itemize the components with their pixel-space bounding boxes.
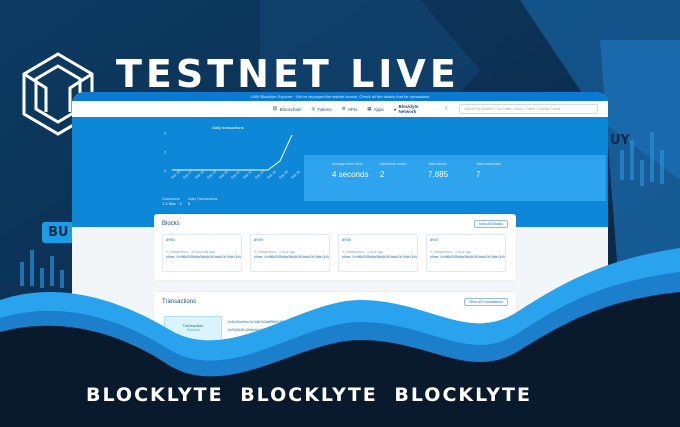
apps-icon: ▦ [367,106,372,111]
x-tick-label: Sep 21 [230,170,241,180]
footer-brand-text: BLOCKLYTE BLOCKLYTE BLOCKLYTE [86,384,532,406]
token-icon: ◎ [311,106,316,111]
block-item[interactable]: 8949 0 Transactions · 1 hour ago Miner: … [250,234,330,272]
block-number[interactable]: 8948 [342,237,351,242]
hero-title: TESTNET LIVE [116,52,460,96]
nav-network[interactable]: ● Blocklyte Network [394,104,435,114]
chart-title: Daily transactions [212,125,244,130]
buy-tag-right: UY [610,133,630,148]
block-item[interactable]: 8948 0 Transactions · 1 hour ago Miner: … [338,234,418,272]
x-tick-label: Sep 22 [242,170,253,180]
nav-apps[interactable]: ▦ Apps [367,106,384,112]
x-tick-label: Sep 17 [182,170,193,180]
stat-value: 1.2 Nov · 3 [162,201,182,206]
block-number[interactable]: 8950 [166,237,175,242]
nav-blockchain[interactable]: ⛓ Blockchain [272,106,301,112]
stat-total-addresses: Total addresses 7 [476,162,501,179]
block-miner[interactable]: Miner: 0x4ff6d20f8d8e0f4b6b3f1bb6c2b7a9e… [254,255,329,259]
view-all-transactions-button[interactable]: View All Transactions [464,298,508,306]
stat-daily-tx: Daily Transactions 5 [188,197,217,206]
blocks-card: Blocks View All Blocks 8950 0 Transactio… [154,214,516,280]
stat-validators: Validators nodes 2 [380,162,407,179]
y-tick-label: 2 [164,150,167,155]
stat-value: 7,885 [428,170,449,179]
block-item[interactable]: 8950 0 Transactions · 16 seconds ago Min… [162,234,242,272]
stat-label: Daily Transactions [188,197,218,201]
theme-toggle-icon[interactable]: ☾ [445,106,450,111]
block-meta: 0 Transactions · 1 hour ago [430,250,472,254]
x-tick-label: Sep 18 [194,170,205,180]
nav-label: Apps [373,106,384,112]
x-tick-label: Sep 24 [266,170,277,180]
block-meta: 0 Transactions · 16 seconds ago [166,250,216,254]
x-tick-label: Sep 26 [290,170,300,180]
stat-total-blocks: Total blocks 7,885 [428,162,448,179]
stats-panel: Average block time 4 seconds Validators … [304,155,606,201]
nav-label: Blocklyte Network [398,104,419,114]
blocklyte-logo-icon [22,52,94,136]
x-tick-label: Sep 23 [254,170,265,180]
daily-transactions-line [172,134,293,171]
nav-apis[interactable]: ⚙ APIs [342,106,358,112]
stat-label: Average block time [332,162,363,166]
block-item[interactable]: 8947 0 Transactions · 1 hour ago Miner: … [426,234,506,272]
stat-label: Validators nodes [380,162,407,166]
top-navbar: ⛓ Blockchain ◎ Tokens ⚙ APIs ▦ Apps ● Bl… [72,101,608,117]
stat-label: Total blocks [428,162,447,166]
block-miner[interactable]: Miner: 0x4ff6d20f8d8e0f4b6b3f1bb6c2b7a9e… [342,255,417,259]
block-miner[interactable]: Miner: 0x4ff6d20f8d8e0f4b6b3f1bb6c2b7a9e… [430,255,505,259]
block-number[interactable]: 8947 [430,237,439,242]
transactions-title: Transactions [162,299,197,305]
stat-value: 7 [476,170,481,179]
y-tick-label: 4 [164,131,167,136]
notice-bar: 1099 Blocklyte Explorer · We've deployed… [72,92,608,101]
transaction-status: Success [186,328,200,332]
nav-label: Blockchain [279,106,302,112]
blocks-title: Blocks [162,221,180,227]
stat-label: Total addresses [476,162,502,166]
x-tick-label: Sep 16 [170,170,181,180]
nav-label: APIs [347,106,358,112]
nav-tokens[interactable]: ◎ Tokens [311,106,331,112]
block-miner[interactable]: Miner: 0x4ff6d20f8d8e0f4b6b3f1bb6c2b7a9e… [166,255,241,259]
stat-documents: Documents 1.2 Nov · 3 [162,197,182,206]
nav-label: Tokens [317,106,332,112]
tx-hash[interactable]: 0x4b2f4de9cc1b7c8d7e3a6f90e2c98b1f7c2d2b… [228,320,328,324]
view-all-blocks-button[interactable]: View All Blocks [473,220,508,228]
block-number[interactable]: 8949 [254,237,263,242]
x-tick-label: Sep 25 [278,170,289,180]
stat-value: 2 [380,170,385,179]
stat-block-time: Average block time 4 seconds [332,162,368,179]
x-tick-label: Sep 20 [218,170,229,180]
network-icon: ● [393,106,397,112]
chain-icon: ⛓ [272,106,278,111]
block-meta: 0 Transactions · 1 hour ago [342,250,384,254]
x-tick-label: Sep 19 [206,170,217,180]
search-input[interactable]: Search by Address / Txn Hash / Block / T… [459,104,598,114]
stat-value: 4 seconds [332,170,369,179]
api-icon: ⚙ [341,106,346,111]
buy-tag-left: BU [42,222,75,243]
transaction-type: Transaction [182,323,204,328]
y-tick-label: 0 [164,169,167,174]
stat-value: 5 [188,201,191,206]
block-meta: 0 Transactions · 1 hour ago [254,250,296,254]
stat-label: Documents [162,197,181,201]
